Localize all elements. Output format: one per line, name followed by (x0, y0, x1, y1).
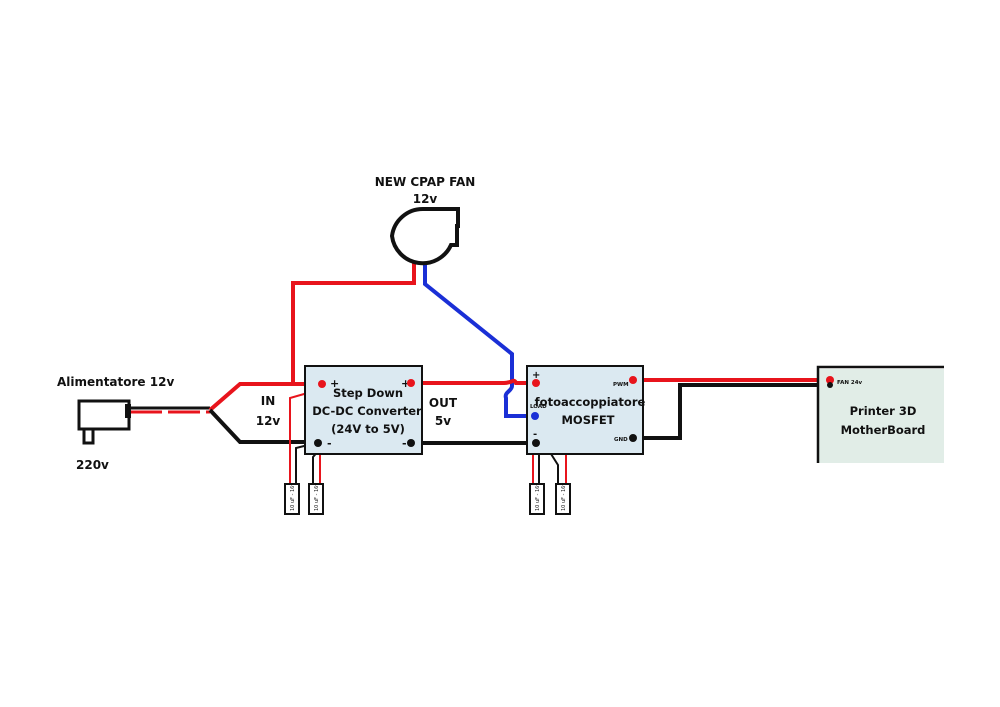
power-supply-label: Alimentatore 12v (57, 375, 174, 389)
motherboard-line1: Printer 3D (850, 404, 917, 418)
wire-fan-positive (291, 255, 416, 384)
cpap-fan: NEW CPAP FAN 12v (375, 175, 476, 266)
capacitors: 10 uF - 16v 10 uF - 16v 10 uF - 16v 10 u… (284, 483, 571, 515)
terminal-in-ground (314, 439, 322, 447)
terminal-out-ground (407, 439, 415, 447)
step-down-in-minus: - (327, 437, 332, 450)
printer-motherboard: Printer 3D MotherBoard FAN 24v (816, 365, 944, 463)
motherboard-board (818, 369, 944, 463)
mosfet-pin-gnd: GND (614, 437, 628, 443)
power-supply-input-voltage: 220v (76, 458, 109, 472)
capacitor-label: 10 uF - 16v (535, 483, 541, 511)
mosfet-terminal-load (531, 412, 539, 420)
mosfet-terminal-pwm (629, 376, 637, 384)
step-down-module (304, 365, 423, 455)
mosfet-terminal-gnd (629, 434, 637, 442)
power-supply: Alimentatore 12v 220v (57, 375, 174, 472)
mosfet-line1: fotoaccoppiatore (535, 395, 646, 409)
step-down-out-plus: + (401, 377, 410, 390)
step-down-in-plus: + (330, 377, 339, 390)
motherboard-terminal-fan (826, 376, 834, 384)
motherboard-pin-fan: FAN 24v (837, 380, 863, 386)
capacitor-label: 10 uF - 16v (290, 483, 296, 511)
wire-fan-load (423, 255, 533, 418)
step-down-line1: Step Down (333, 386, 403, 400)
capacitor-label: 10 uF - 16v (314, 483, 320, 511)
motherboard-line2: MotherBoard (841, 423, 926, 437)
step-down-out-minus: - (402, 437, 407, 450)
wires (130, 255, 830, 445)
input-label-line2: 12v (256, 414, 281, 428)
output-label-line2: 5v (435, 414, 451, 428)
terminal-out-positive (407, 379, 415, 387)
step-down-line3: (24V to 5V) (331, 422, 405, 436)
mosfet-module: fotoaccoppiatore MOSFET + LOAD - PWM GND (526, 365, 646, 455)
wire-out-positive (411, 378, 535, 385)
mosfet-pin-minus: - (533, 429, 537, 440)
wire-in-ground (208, 408, 318, 444)
mosfet-pin-plus: + (532, 370, 540, 381)
fan-voltage: 12v (413, 192, 438, 206)
step-down-converter: Step Down DC-DC Converter (24V to 5V) + … (304, 365, 423, 455)
blower-fan-icon (389, 206, 460, 266)
input-label-line1: IN (261, 394, 276, 408)
wire-gnd (633, 383, 830, 440)
motherboard-edge (816, 365, 944, 463)
mosfet-pin-load: LOAD (530, 404, 547, 410)
mosfet-terminal-positive (532, 379, 540, 387)
capacitor-mosfet-right: 10 uF - 16v (555, 483, 571, 515)
capacitor-step-down-left: 10 uF - 16v (284, 483, 300, 515)
fan-title: NEW CPAP FAN (375, 175, 476, 189)
power-adapter-icon (77, 399, 131, 445)
terminal-in-positive (318, 380, 326, 388)
mosfet-terminal-ground (532, 439, 540, 447)
step-down-line2: DC-DC Converter (312, 404, 422, 418)
mosfet-line2: MOSFET (561, 413, 614, 427)
mosfet-board (526, 365, 644, 455)
capacitor-mosfet-left: 10 uF - 16v (529, 483, 545, 515)
motherboard-terminal-gnd (827, 382, 833, 388)
capacitor-label: 10 uF - 16v (561, 483, 567, 511)
output-label-line1: OUT (429, 396, 458, 410)
capacitor-step-down-right: 10 uF - 16v (308, 483, 324, 515)
mosfet-pin-pwm: PWM (613, 382, 629, 388)
